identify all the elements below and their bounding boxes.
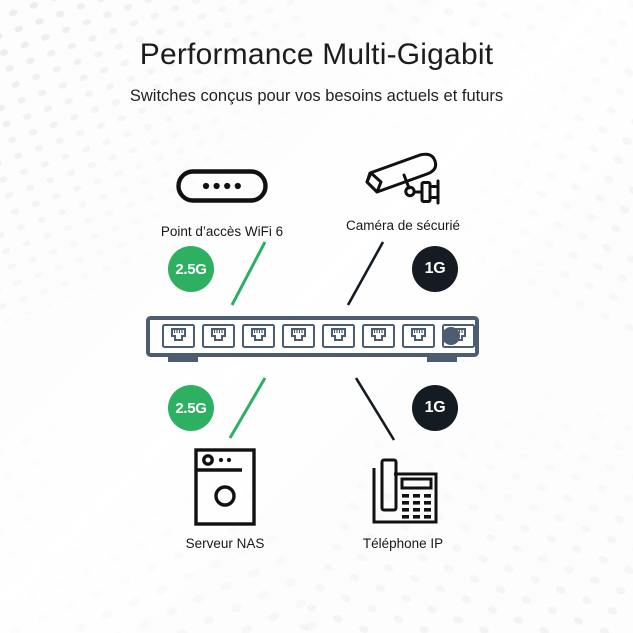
switch-port-group bbox=[162, 324, 475, 348]
node-label-security-camera: Caméra de sécurié bbox=[345, 218, 461, 233]
switch-foot-left bbox=[168, 354, 198, 362]
wifi-access-point-icon bbox=[132, 158, 312, 214]
node-label-phone: Téléphone IP bbox=[362, 536, 444, 551]
speed-badge-access-point: 2.5G bbox=[168, 246, 214, 292]
link-line-ip-phone bbox=[354, 377, 396, 441]
network-switch-device bbox=[146, 316, 479, 366]
link-line-nas-server bbox=[228, 377, 267, 439]
node-phone: Téléphone IP bbox=[313, 448, 493, 551]
heading-block: Performance Multi-Gigabit Switches conçu… bbox=[0, 38, 633, 106]
switch-foot-right bbox=[427, 354, 457, 362]
node-nas-server: Serveur NAS bbox=[135, 448, 315, 551]
node-label-access-point: Point d’accès WiFi 6 bbox=[160, 224, 284, 239]
node-security-camera: Caméra de sécurié bbox=[313, 152, 493, 233]
status-indicator-icon bbox=[442, 327, 460, 345]
speed-badge-security-camera: 1G bbox=[412, 246, 458, 292]
link-line-access-point bbox=[230, 241, 267, 306]
node-access-point: Point d’accès WiFi 6 bbox=[132, 158, 312, 239]
security-camera-icon bbox=[313, 152, 493, 208]
page-title: Performance Multi-Gigabit bbox=[139, 38, 494, 71]
page-subtitle: Switches conçus pour vos besoins actuels… bbox=[129, 86, 504, 105]
ip-phone-icon bbox=[313, 448, 493, 526]
link-line-security-camera bbox=[346, 241, 385, 306]
speed-badge-nas-server: 2.5G bbox=[168, 385, 214, 431]
nas-server-icon bbox=[135, 448, 315, 526]
speed-badge-phone: 1G bbox=[412, 385, 458, 431]
node-label-nas-server: Serveur NAS bbox=[185, 536, 265, 551]
